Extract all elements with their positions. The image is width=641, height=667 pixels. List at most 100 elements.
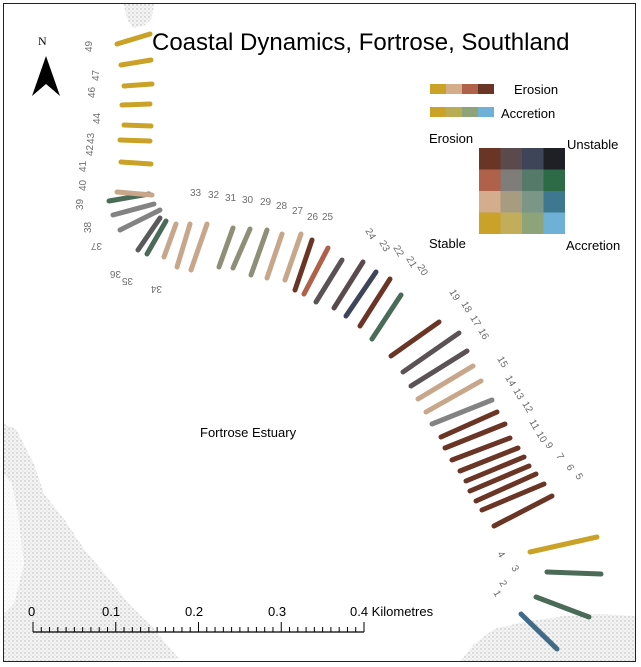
transect-label: 35 [121,275,133,286]
transect-line[interactable] [429,397,495,427]
transect-label: 1 [490,589,503,600]
transect-label: 14 [502,374,517,390]
transect-line[interactable] [527,534,600,555]
transect-line[interactable] [457,445,521,474]
transect-label: 32 [208,190,220,201]
transect-label: 19 [446,288,461,304]
transect-label: 20 [414,263,429,279]
transect-line[interactable] [491,493,555,529]
matrix-cell [479,212,501,234]
transect-line[interactable] [114,31,153,47]
matrix-cell [500,191,522,213]
scale-bar-ticks [32,622,365,633]
scale-label-2: 0.2 [185,604,203,619]
accretion-swatch [478,107,494,117]
transect-line[interactable] [121,122,154,129]
transect-line[interactable] [117,207,163,233]
matrix-cell [543,148,565,170]
transect-line[interactable] [114,189,155,198]
transect-line[interactable] [473,471,539,504]
transect-line[interactable] [248,227,270,278]
transect-line[interactable] [110,201,157,218]
transect-line[interactable] [119,101,153,108]
scale-label-4: 0.4 Kilometres [350,604,434,619]
transect-line[interactable] [438,409,500,440]
transect-line[interactable] [544,569,604,577]
matrix-label-bottom-right: Accretion [566,238,620,253]
transect-line[interactable] [479,481,547,513]
matrix-cell [543,169,565,191]
matrix-label-top-right: Unstable [567,137,618,152]
matrix-cell [543,212,565,234]
north-label: N [38,34,47,48]
map-title: Coastal Dynamics, Fortrose, Southland [152,29,570,56]
erosion-swatch [478,84,494,94]
transect-label: 41 [78,160,89,172]
transect-line[interactable] [400,330,462,375]
accretion-swatch [462,107,478,117]
transect-line[interactable] [174,221,193,270]
legend-erosion-label: Erosion [514,82,558,97]
transect-line[interactable] [135,215,163,253]
transect-line[interactable] [313,257,345,305]
transect-line[interactable] [216,225,236,270]
transect-line[interactable] [415,363,476,402]
transect-line[interactable] [388,319,442,359]
transect-line[interactable] [117,137,153,144]
transect-label: 22 [390,244,405,260]
erosion-swatch [446,84,462,94]
scale-label-0: 0 [28,604,35,619]
transect-line[interactable] [423,378,484,415]
accretion-swatch [430,107,446,117]
transect-line[interactable] [518,611,560,652]
map-frame: Coastal Dynamics, Fortrose, Southland N … [3,3,636,662]
transect-label: 7 [553,452,566,463]
transect-line[interactable] [467,463,532,494]
transect-line[interactable] [118,159,154,167]
legend-accretion-label: Accretion [501,106,555,121]
scale-label-1: 0.1 [102,604,120,619]
transect-line[interactable] [118,57,154,68]
transect-label: 13 [510,387,525,403]
land-area-southwest [4,424,179,661]
matrix-cell [522,169,544,191]
transect-line[interactable] [343,269,379,319]
matrix-label-top-left: Erosion [429,131,473,146]
transect-line[interactable] [230,226,253,271]
transect-line[interactable] [188,221,210,273]
transect-line[interactable] [331,259,366,311]
transect-line[interactable] [357,276,393,329]
transect-line[interactable] [282,231,304,283]
accretion-swatch [446,107,462,117]
transect-line[interactable] [161,221,179,260]
transect-line[interactable] [144,218,169,257]
transect-label: 21 [403,255,418,271]
transect-label: 23 [376,239,391,255]
transect-label: 46 [87,86,98,98]
transect-line[interactable] [264,231,285,281]
transect-label: 16 [475,327,490,343]
transect-label: 18 [458,300,473,316]
transect-line[interactable] [533,594,592,620]
transect-label: 10 [533,430,548,446]
transect-label: 49 [84,40,95,52]
map-canvas[interactable]: Coastal Dynamics, Fortrose, Southland N … [4,4,636,662]
transect-line[interactable] [449,435,513,463]
transect-label: 39 [75,198,86,210]
transect-label: 42 [85,144,96,156]
transect-line[interactable] [463,454,527,484]
transect-line[interactable] [408,348,470,389]
transect-line[interactable] [369,292,404,342]
transect-line[interactable] [301,245,331,297]
transect-label: 44 [92,112,103,124]
place-label-estuary: Fortrose Estuary [200,425,297,440]
bivariate-color-matrix [479,148,565,234]
matrix-label-bottom-left: Stable [429,236,466,251]
transect-label: 26 [307,212,319,223]
transect-line[interactable] [121,81,155,89]
transect-line[interactable] [292,237,315,293]
matrix-cell [522,148,544,170]
matrix-cell [479,169,501,191]
transect-label: 29 [260,197,272,208]
transect-line[interactable] [442,421,508,451]
